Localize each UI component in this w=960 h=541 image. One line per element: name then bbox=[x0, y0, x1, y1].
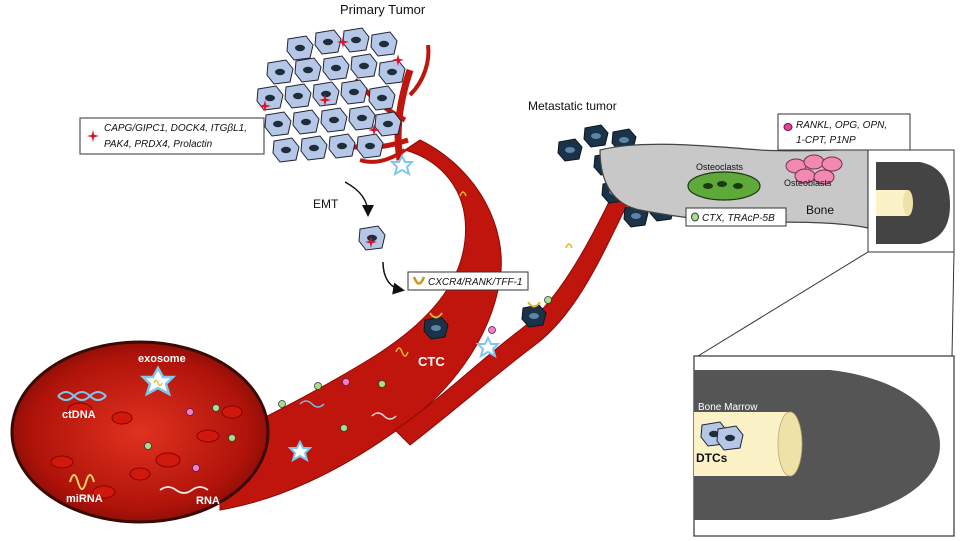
dtc-cells bbox=[700, 421, 744, 451]
zoom-line-right bbox=[951, 251, 955, 357]
liquid-biopsy-magnified bbox=[10, 340, 270, 524]
osteoclasts-label: Osteoclasts bbox=[696, 162, 744, 172]
metastatic-tumor-label: Metastatic tumor bbox=[528, 99, 617, 113]
pink-marker-icon bbox=[783, 123, 793, 131]
exosome-icon bbox=[139, 365, 177, 397]
rna-label: RNA bbox=[196, 495, 220, 507]
receptor-icon bbox=[412, 276, 426, 285]
bone-formation-markers-line2: 1-CPT, P1NP bbox=[796, 135, 856, 146]
intravasation-arrow bbox=[382, 261, 405, 295]
osteoclasts bbox=[687, 171, 761, 201]
zoom-line-left bbox=[697, 251, 869, 357]
bone-cross-section-small bbox=[867, 149, 955, 253]
bone-marrow-magnified bbox=[693, 355, 955, 537]
bone-resorption-marker-box: CTX, TRAcP-5B bbox=[685, 207, 787, 227]
emt-label: EMT bbox=[313, 197, 339, 211]
ctc-markers-text: CXCR4/RANK/TFF-1 bbox=[428, 277, 522, 288]
bone-marrow-label: Bone Marrow bbox=[698, 402, 758, 413]
tumor-biomarker-box: CAPG/GIPC1, DOCK4, ITGβL1, PAK4, PRDX4, … bbox=[79, 117, 265, 155]
bone-formation-marker-box: RANKL, OPG, OPN, 1-CPT, P1NP bbox=[777, 113, 911, 151]
mirna-icon bbox=[69, 474, 95, 490]
emt-arrow bbox=[344, 181, 374, 217]
ctc-marker-box: CXCR4/RANK/TFF-1 bbox=[407, 271, 529, 291]
ctc-cells bbox=[423, 301, 547, 340]
vessel-particles bbox=[278, 153, 573, 463]
rna-icon bbox=[159, 486, 209, 494]
primary-tumor-cells bbox=[256, 27, 406, 163]
osteoblasts bbox=[785, 154, 843, 185]
ctdna-label: ctDNA bbox=[62, 409, 96, 421]
emt-cell bbox=[358, 225, 386, 251]
tumor-markers-line2: PAK4, PRDX4, Prolactin bbox=[104, 139, 213, 150]
bone-resorption-markers-text: CTX, TRAcP-5B bbox=[702, 213, 775, 224]
tumor-markers-line1: CAPG/GIPC1, DOCK4, ITGβL1, bbox=[104, 123, 247, 134]
bone-label: Bone bbox=[806, 203, 834, 217]
dtcs-label: DTCs bbox=[696, 451, 728, 465]
bone-formation-markers-line1: RANKL, OPG, OPN, bbox=[796, 120, 887, 131]
mirna-label: miRNA bbox=[66, 493, 103, 505]
ctdna-helix-icon bbox=[57, 391, 107, 401]
exosome-label: exosome bbox=[138, 353, 186, 365]
green-marker-icon bbox=[691, 212, 699, 222]
primary-tumor-label: Primary Tumor bbox=[340, 2, 426, 17]
ctc-label: CTC bbox=[418, 354, 445, 369]
osteoblasts-label: Osteoblasts bbox=[784, 178, 832, 188]
